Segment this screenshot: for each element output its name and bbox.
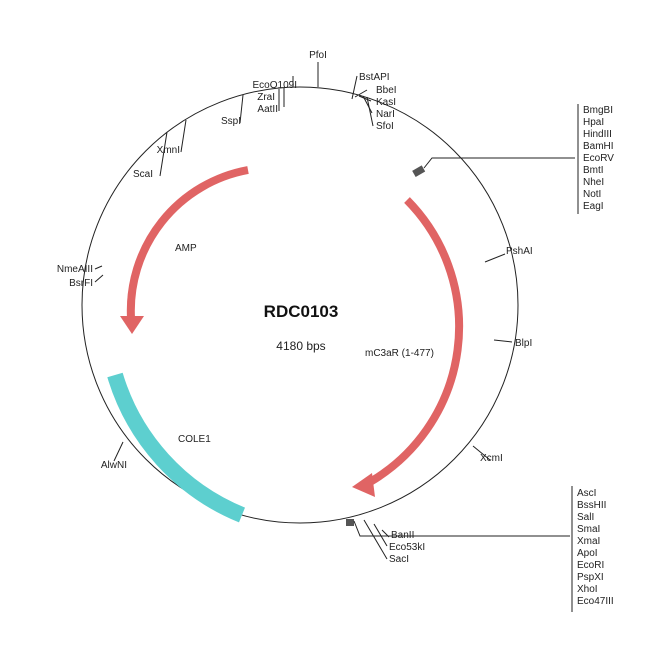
site-bsrfi: BsrFI bbox=[69, 278, 93, 289]
insert-label: mC3aR (1-477) bbox=[365, 348, 434, 359]
mcs-upper-item: NotI bbox=[583, 189, 601, 200]
mcs-lower-item: XmaI bbox=[577, 536, 600, 547]
cole1-band bbox=[107, 372, 246, 523]
mcs-lower-item: Eco47III bbox=[577, 596, 614, 607]
mcs-lower-item: SmaI bbox=[577, 524, 600, 535]
mcs-upper-item: BmtI bbox=[583, 165, 604, 176]
site-zrai: ZraI bbox=[257, 92, 275, 103]
insert-arrow-head bbox=[352, 473, 375, 497]
amp-label: AMP bbox=[175, 243, 197, 254]
site-xcmi: XcmI bbox=[480, 453, 503, 464]
site-ticks bbox=[94, 62, 513, 560]
site-kasi: KasI bbox=[376, 97, 396, 108]
mcs-lower-item: ApoI bbox=[577, 548, 598, 559]
mcs-lower-item: AscI bbox=[577, 488, 596, 499]
site-pshai: PshAI bbox=[506, 246, 533, 257]
mcs-lower-item: SalI bbox=[577, 512, 594, 523]
site-alwni: AlwNI bbox=[101, 460, 127, 471]
mcs-lower-marker bbox=[346, 519, 354, 526]
ori-label: COLE1 bbox=[178, 434, 211, 445]
site-blpi: BlpI bbox=[515, 338, 532, 349]
site-aatii: AatII bbox=[257, 104, 278, 115]
site-xmni: XmnI bbox=[157, 145, 180, 156]
site-sfoi: SfoI bbox=[376, 121, 394, 132]
site-nmeaiii: NmeAIII bbox=[57, 264, 93, 275]
site-banii: BanII bbox=[391, 530, 414, 541]
mcs-lower-item: EcoRI bbox=[577, 560, 604, 571]
amp-arrow bbox=[126, 166, 249, 319]
mcs-lower-item: XhoI bbox=[577, 584, 598, 595]
site-sspi: SspI bbox=[221, 116, 241, 127]
site-bbei: BbeI bbox=[376, 85, 397, 96]
site-bstapi: BstAPI bbox=[359, 72, 390, 83]
mcs-upper-item: NheI bbox=[583, 177, 604, 188]
mcs-lower-item: PspXI bbox=[577, 572, 604, 583]
amp-arrow-head bbox=[120, 316, 144, 334]
mcs-lower-item: BssHII bbox=[577, 500, 606, 511]
mcs-upper-marker bbox=[412, 165, 426, 177]
site-ecoo109i: EcoO109I bbox=[253, 80, 297, 91]
plasmid-size: 4180 bps bbox=[276, 339, 325, 353]
mcs-upper-item: EagI bbox=[583, 201, 604, 212]
mcs-upper-item: BmgBI bbox=[583, 105, 613, 116]
insert-arrow bbox=[367, 197, 464, 486]
mcs-upper-list: BmgBI HpaI HindIII BamHI EcoRV BmtI NheI… bbox=[583, 105, 614, 212]
site-nari: NarI bbox=[376, 109, 395, 120]
mcs-connectors bbox=[353, 104, 579, 612]
mcs-upper-item: EcoRV bbox=[583, 153, 614, 164]
backbone-circle bbox=[81, 86, 519, 524]
mcs-upper-item: BamHI bbox=[583, 141, 614, 152]
site-eco53ki: Eco53kI bbox=[389, 542, 425, 553]
site-scai: ScaI bbox=[133, 169, 153, 180]
mcs-lower-list: AscI BssHII SalI SmaI XmaI ApoI EcoRI Ps… bbox=[577, 488, 614, 607]
mcs-upper-item: HpaI bbox=[583, 117, 604, 128]
mcs-upper-item: HindIII bbox=[583, 129, 612, 140]
site-saci: SacI bbox=[389, 554, 409, 565]
site-pfoi: PfoI bbox=[309, 50, 327, 61]
plasmid-name: RDC0103 bbox=[264, 302, 339, 321]
